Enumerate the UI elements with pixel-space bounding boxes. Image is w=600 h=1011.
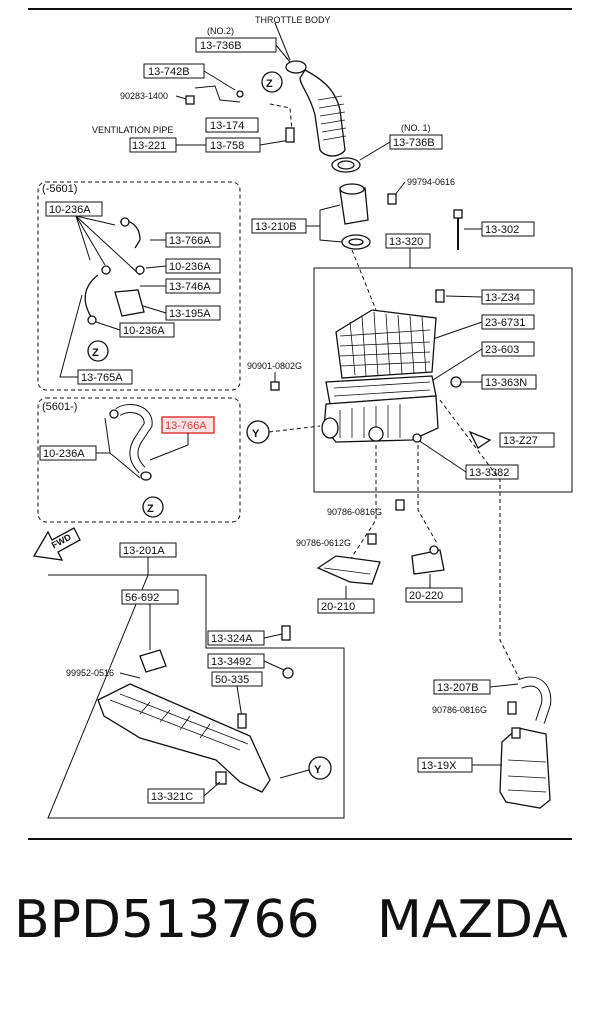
- grommet-13-3492: [282, 667, 294, 679]
- label-13-736B-right: 13-736B: [393, 137, 435, 149]
- label-13-19X: 13-19X: [421, 760, 457, 772]
- bolt-99794: [387, 193, 397, 205]
- label-no2: (NO.2): [207, 26, 234, 36]
- label-23-603: 23-603: [485, 344, 519, 356]
- label-13-3382: 13-3382: [469, 467, 509, 479]
- resonator-drawing: [97, 649, 271, 793]
- z-marker-lower: [142, 496, 164, 518]
- label-13-320: 13-320: [389, 236, 423, 248]
- y-marker-lower: [308, 756, 332, 780]
- label-90283-1400: 90283-1400: [120, 91, 168, 101]
- fwd-arrow: FWD: [32, 527, 81, 561]
- bracket-20-220-drawing: [411, 545, 445, 575]
- label-20-210: 20-210: [321, 601, 355, 613]
- label-20-220: 20-220: [409, 590, 443, 602]
- variant-box-upper: [37, 181, 241, 391]
- callout-13-320: [385, 233, 431, 249]
- label-13-207B: 13-207B: [437, 682, 479, 694]
- label-13-766A-1: 13-766A: [169, 235, 211, 247]
- bolt-90786-c: [507, 701, 517, 715]
- clip-13-Z27: [468, 430, 492, 449]
- label-range-lower: (5601-): [42, 401, 77, 413]
- label-13-Z27: 13-Z27: [503, 435, 538, 447]
- long-bolt-13-302: [453, 209, 463, 250]
- resonator-frame: [47, 557, 345, 819]
- tank-13-19X-drawing: [499, 727, 551, 809]
- bolt-90786-b: [367, 533, 377, 545]
- callout-13-174: [205, 117, 259, 133]
- label-90901-0802G: 90901-0802G: [247, 361, 302, 371]
- label-no1: (NO. 1): [401, 123, 431, 133]
- label-90786-0816G-a: 90786-0816G: [327, 507, 382, 517]
- label-13-221: 13-221: [132, 140, 166, 152]
- label-10-236A-1: 10-236A: [49, 204, 91, 216]
- variant-box-lower: [37, 397, 241, 523]
- label-13-765A: 13-765A: [81, 372, 123, 384]
- label-90786-0816G-c: 90786-0816G: [432, 705, 487, 715]
- callout-13-Z27: [499, 432, 555, 448]
- bolt-13-324A: [281, 625, 291, 641]
- label-13-746A: 13-746A: [169, 281, 211, 293]
- label-13-3492: 13-3492: [211, 656, 251, 668]
- y-marker-lower-text: Y: [314, 764, 322, 776]
- air-duct-drawing: [339, 183, 371, 250]
- bracket-20-210-drawing: [316, 555, 381, 585]
- label-13-363N: 13-363N: [485, 377, 527, 389]
- label-ventilation-pipe: VENTILATION PIPE: [92, 125, 173, 135]
- callout-10-236A-1: [45, 201, 103, 217]
- label-99794-0616: 99794-0616: [407, 177, 455, 187]
- label-13-302: 13-302: [485, 224, 519, 236]
- hose-set-upper-drawing: [84, 217, 145, 325]
- label-99952-0516: 99952-0516: [66, 668, 114, 678]
- hose-13-766A-drawing: [109, 404, 153, 481]
- z-marker-top-text: Z: [266, 78, 273, 90]
- label-13-210B: 13-210B: [255, 221, 297, 233]
- callout-20-220: [405, 587, 463, 603]
- y-marker-left-text: Y: [252, 428, 260, 440]
- label-56-692: 56-692: [125, 592, 159, 604]
- footer-brand: MAZDA: [377, 890, 568, 950]
- label-23-6731: 23-6731: [485, 317, 525, 329]
- label-throttle-body: THROTTLE BODY: [255, 15, 331, 25]
- label-13-201A: 13-201A: [123, 545, 165, 557]
- label-10-236A-2: 10-236A: [169, 261, 211, 273]
- hose-13-207B-drawing: [518, 676, 552, 724]
- label-range-upper: (-5601): [42, 183, 77, 195]
- label-13-Z34: 13-Z34: [485, 292, 520, 304]
- label-13-324A: 13-324A: [211, 633, 253, 645]
- label-13-758: 13-758: [210, 140, 244, 152]
- air-cleaner-frame: [313, 267, 573, 493]
- air-cleaner-drawing: [321, 289, 462, 443]
- label-13-195A: 13-195A: [169, 308, 211, 320]
- label-13-174: 13-174: [210, 120, 244, 132]
- label-13-742B: 13-742B: [148, 66, 190, 78]
- z-marker-lower-text: Z: [147, 503, 154, 515]
- bolt-90786-a: [395, 499, 405, 511]
- label-50-335: 50-335: [215, 674, 249, 686]
- intake-hose-drawing: [185, 60, 361, 173]
- label-13-736B-top: 13-736B: [200, 40, 242, 52]
- bolt-90901: [270, 381, 280, 391]
- footer-part-number: BPD513766: [14, 890, 320, 950]
- z-marker-top: [261, 71, 283, 93]
- label-10-236A-4: 10-236A: [43, 448, 85, 460]
- label-90786-0612G: 90786-0612G: [296, 538, 351, 548]
- z-marker-upper-text: Z: [92, 347, 99, 359]
- label-10-236A-3: 10-236A: [123, 325, 165, 337]
- label-13-321C: 13-321C: [151, 791, 193, 803]
- label-13-766A-highlighted[interactable]: 13-766A: [165, 420, 207, 432]
- z-marker-upper: [87, 340, 109, 362]
